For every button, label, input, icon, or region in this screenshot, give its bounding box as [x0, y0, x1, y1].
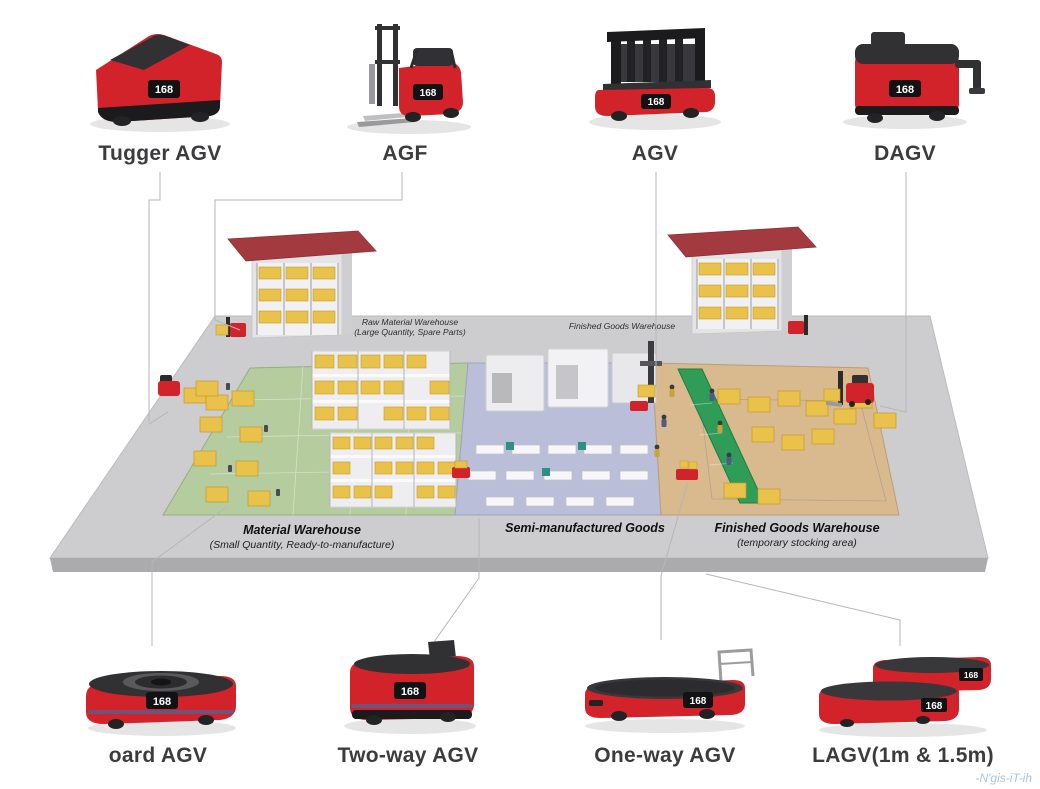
raw-material-label-line2: (Large Quantity, Spare Parts)	[354, 327, 466, 337]
agv-label: AGV	[631, 142, 679, 165]
lagv-image: 168 168	[819, 657, 991, 737]
tugger-agv-image: 168	[90, 34, 230, 132]
two-way-agv-label: Two-way AGV	[337, 744, 479, 767]
left-building-red-roof	[227, 230, 377, 262]
tan-zone-lane-marking	[699, 398, 887, 502]
agf-image: 168	[347, 24, 471, 134]
tugger-agv-label: Tugger AGV	[98, 142, 222, 165]
production-machines	[485, 341, 662, 412]
one-way-agv-label: One-way AGV	[594, 744, 736, 767]
green-zone-pallets	[193, 380, 280, 507]
raw-material-label-line1: Raw Material Warehouse	[362, 317, 459, 327]
semi-manufactured-label: Semi-manufactured Goods	[505, 521, 665, 535]
agv-card: 168 AGV	[555, 10, 755, 166]
one-way-agv-card: 168 One-way AGV	[565, 612, 765, 768]
assembly-tables	[452, 442, 649, 507]
tugger-agv-card: 168 Tugger AGV	[60, 10, 260, 166]
dagv-image: 168	[843, 32, 985, 129]
material-rack-cluster-upper	[311, 350, 451, 430]
material-rack-cluster-lower	[329, 432, 457, 508]
two-way-logo-text: 168	[401, 686, 419, 698]
two-way-agv-card: 168 Two-way AGV	[308, 612, 508, 768]
finished-goods-area-label-line2: (temporary stocking area)	[737, 537, 857, 549]
stacker-crane	[648, 341, 654, 403]
right-building-red-roof	[667, 226, 817, 258]
lagv-label: LAGV(1m & 1.5m)	[812, 744, 994, 767]
right-building-racks	[696, 259, 779, 329]
one-way-agv-image: 168	[585, 648, 755, 733]
one-way-agv-in-scene	[676, 460, 698, 480]
tugger-logo-text: 168	[155, 84, 173, 96]
board-agv-logo-text: 168	[153, 696, 171, 708]
finished-goods-area-label-line1: Finished Goods Warehouse	[714, 521, 879, 535]
agf-label: AGF	[382, 142, 428, 165]
lagv-card: 168 168 LAGV(1m & 1.5m)	[793, 612, 1013, 768]
material-warehouse-label-line1: Material Warehouse	[243, 523, 361, 537]
dagv-logo-text: 168	[896, 84, 914, 96]
two-way-agv-image: 168	[344, 640, 476, 734]
right-side-forklift	[823, 371, 874, 407]
lagv-rear-logo-text: 168	[964, 670, 978, 680]
warehouse-scene: Raw Material Warehouse (Large Quantity, …	[49, 226, 989, 572]
agf-card: 168 AGF	[305, 10, 505, 166]
agf-logo-text: 168	[420, 88, 437, 99]
small-agv-center	[630, 401, 648, 411]
dagv-label: DAGV	[874, 142, 936, 165]
finished-goods-warehouse-building	[667, 226, 817, 335]
watermark-text: -N'gis-iT-ih	[975, 771, 1032, 785]
lagv-front-logo-text: 168	[926, 701, 943, 712]
board-agv-label: oard AGV	[108, 744, 208, 767]
finished-goods-building-label: Finished Goods Warehouse	[569, 321, 676, 331]
board-agv-card: 168 oard AGV	[58, 612, 258, 768]
zone-labels: Raw Material Warehouse (Large Quantity, …	[210, 317, 880, 551]
material-warehouse-label-line2: (Small Quantity, Ready-to-manufacture)	[210, 539, 395, 551]
one-way-logo-text: 168	[690, 696, 707, 707]
dagv-card: 168 DAGV	[805, 10, 1005, 166]
board-agv-image: 168	[86, 671, 236, 736]
agv-image: 168	[589, 28, 721, 130]
green-zone-workers	[226, 383, 280, 496]
small-agv-lavender	[452, 460, 470, 478]
right-building-forklift	[788, 315, 808, 335]
agv-logo-text: 168	[648, 97, 665, 108]
